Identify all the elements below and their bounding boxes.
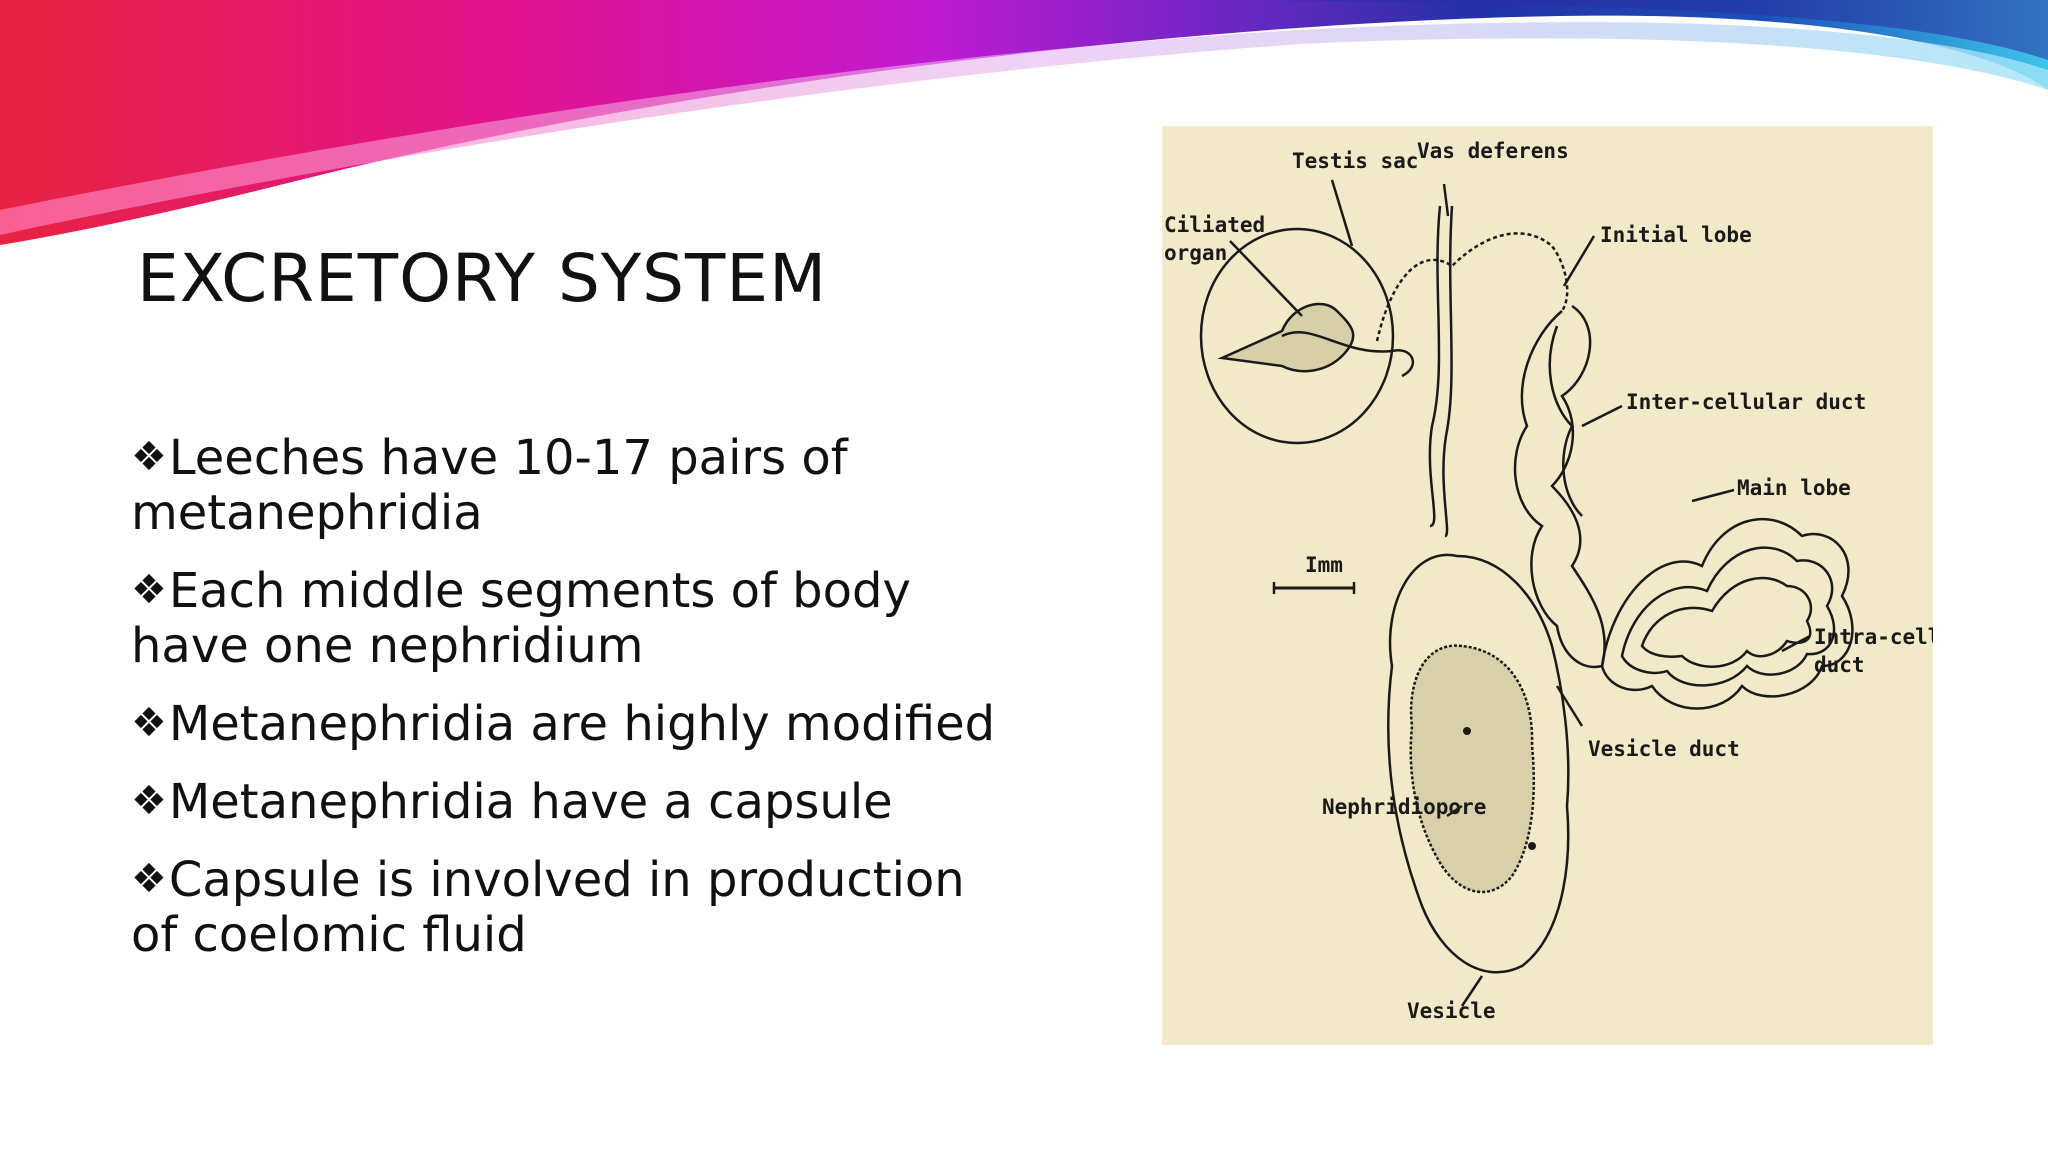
label-initial-lobe: Initial lobe: [1600, 223, 1752, 247]
bullet-item: ❖Metanephridia have a capsule: [131, 774, 1011, 830]
bullet-text: Metanephridia have a capsule: [168, 774, 893, 830]
bullet-item: ❖Leeches have 10-17 pairs of metanephrid…: [131, 430, 1011, 541]
bullet-item: ❖Capsule is involved in production of co…: [131, 852, 1011, 963]
label-main-lobe: Main lobe: [1737, 476, 1851, 500]
decorative-header-swoosh: [0, 0, 2048, 245]
testis-sac-shape: [1199, 227, 1395, 445]
label-intra-cellular-duct-line2: duct: [1814, 653, 1865, 677]
bullet-text: Leeches have 10-17 pairs of metanephridi…: [131, 430, 848, 541]
slide-title: EXCRETORY SYSTEM: [137, 240, 828, 317]
label-vesicle: Vesicle: [1407, 999, 1496, 1023]
label-ciliated-organ-line1: Ciliated: [1164, 213, 1265, 237]
label-inter-cellular-duct: Inter-cellular duct: [1626, 390, 1866, 414]
diamond-bullet-icon: ❖: [131, 778, 167, 824]
diamond-bullet-icon: ❖: [131, 700, 167, 746]
diamond-bullet-icon: ❖: [131, 434, 167, 480]
nephridium-drawing: Testis sac Vas deferens Ciliated organ I…: [1164, 139, 1933, 1023]
label-testis-sac: Testis sac: [1292, 149, 1418, 173]
bullet-text: Each middle segments of body have one ne…: [131, 563, 911, 674]
bullet-text: Capsule is involved in production of coe…: [131, 852, 965, 963]
diamond-bullet-icon: ❖: [131, 567, 167, 613]
diamond-bullet-icon: ❖: [131, 856, 167, 902]
ciliated-organ-shape: [1217, 302, 1355, 373]
bullet-list: ❖Leeches have 10-17 pairs of metanephrid…: [131, 430, 1011, 985]
label-vas-deferens: Vas deferens: [1417, 139, 1569, 163]
label-nephridiopore: Nephridiopore: [1322, 795, 1486, 819]
bullet-item: ❖Each middle segments of body have one n…: [131, 563, 1011, 674]
vas-deferens-shape: [1428, 205, 1442, 528]
label-intra-cellular-duct-line1: Intra-cellulo: [1814, 625, 1933, 649]
nephridiopore-shape: [1409, 644, 1536, 894]
label-ciliated-organ-line2: organ: [1164, 241, 1227, 265]
vesicle-shape: [1387, 553, 1570, 974]
bullet-item: ❖Metanephridia are highly modified: [131, 696, 1011, 752]
label-scale: Imm: [1305, 553, 1343, 577]
nephridium-diagram: Testis sac Vas deferens Ciliated organ I…: [1162, 126, 1933, 1045]
label-vesicle-duct: Vesicle duct: [1588, 737, 1740, 761]
bullet-text: Metanephridia are highly modified: [168, 696, 996, 752]
